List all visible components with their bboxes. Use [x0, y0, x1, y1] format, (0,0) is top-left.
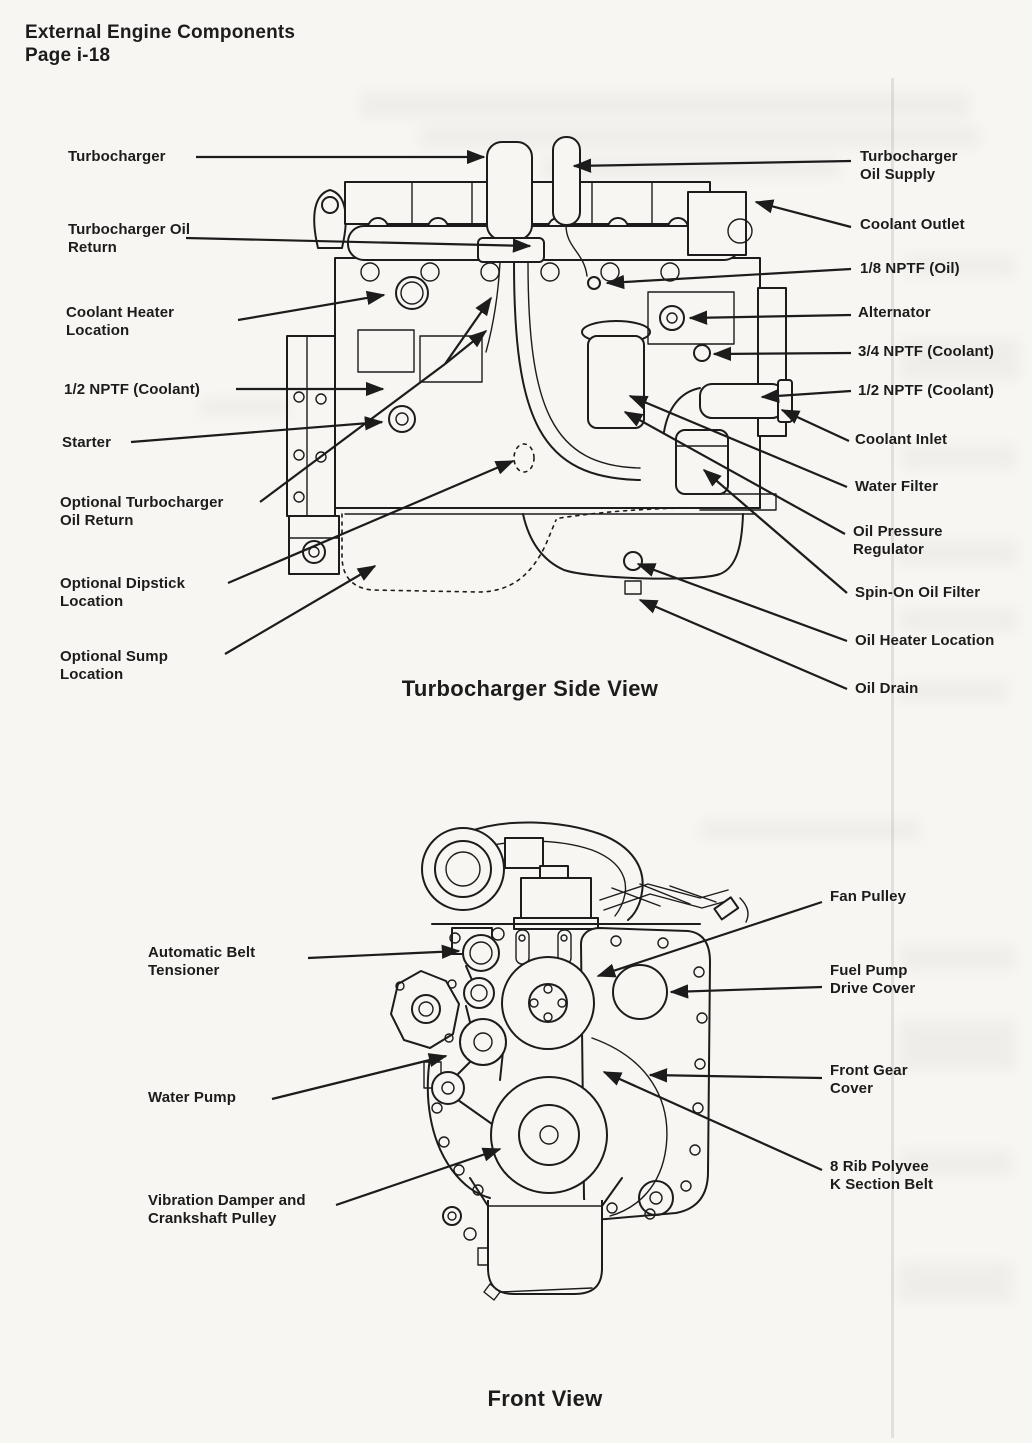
bleedthrough-artifact [905, 255, 1015, 277]
bleedthrough-artifact [360, 92, 970, 118]
label-coolant-outlet: Coolant Outlet [860, 216, 965, 233]
bleedthrough-artifact [900, 945, 1015, 971]
bleedthrough-artifact [900, 338, 1020, 380]
label-fuel-pump-drive-cover: Fuel Pump Drive Cover [830, 962, 916, 997]
bleedthrough-artifact [898, 1262, 1013, 1302]
label-optional-dipstick-location: Optional Dipstick Location [60, 575, 186, 610]
label-optional-turbo-oil-return: Optional Turbocharger Oil Return [60, 494, 224, 529]
bleedthrough-artifact [900, 608, 1018, 632]
front-view-leader-lines [271, 900, 823, 1207]
label-turbocharger: Turbocharger [68, 148, 166, 165]
label-oil-pressure-regulator: Oil Pressure Regulator [853, 523, 943, 558]
label-three-quarter-nptf-coolant: 3/4 NPTF (Coolant) [858, 343, 994, 360]
label-alternator: Alternator [858, 304, 931, 321]
bleedthrough-artifact [200, 398, 290, 416]
label-turbocharger-oil-supply: Turbocharger Oil Supply [860, 148, 958, 183]
label-front-gear-cover: Front Gear Cover [830, 1062, 908, 1097]
label-oil-heater-location: Oil Heater Location [855, 632, 995, 649]
side-view-caption: Turbocharger Side View [401, 676, 659, 701]
bleedthrough-artifact [902, 445, 1017, 469]
label-oil-drain: Oil Drain [855, 680, 919, 697]
label-water-pump: Water Pump [148, 1089, 236, 1106]
label-water-filter: Water Filter [855, 478, 939, 495]
label-polyvee-belt: 8 Rib Polyvee K Section Belt [830, 1158, 934, 1193]
label-coolant-heater-location: Coolant Heater Location [66, 304, 175, 339]
label-starter: Starter [62, 434, 112, 451]
bleedthrough-artifact [900, 1150, 1012, 1176]
scan-fold-line [891, 78, 894, 1438]
bleedthrough-artifact [700, 820, 920, 840]
bleedthrough-artifact [898, 1020, 1016, 1070]
page-title: External Engine Components [25, 22, 296, 43]
label-half-nptf-coolant-left: 1/2 NPTF (Coolant) [64, 381, 200, 398]
page-header: External Engine Components Page i-18 [25, 22, 295, 68]
page-number: Page i-18 [25, 44, 111, 66]
front-view-caption: Front View [487, 1386, 603, 1411]
bleedthrough-artifact [898, 540, 1018, 566]
label-automatic-belt-tensioner: Automatic Belt Tensioner [148, 944, 256, 979]
label-spin-on-oil-filter: Spin-On Oil Filter [855, 584, 981, 601]
label-coolant-inlet: Coolant Inlet [855, 431, 948, 448]
label-turbocharger-oil-return: Turbocharger Oil Return [68, 221, 191, 256]
label-vibration-damper: Vibration Damper and Crankshaft Pulley [148, 1192, 306, 1227]
label-optional-sump-location: Optional Sump Location [60, 648, 168, 683]
label-eighth-nptf-oil: 1/8 NPTF (Oil) [860, 260, 960, 277]
label-fan-pulley: Fan Pulley [830, 888, 907, 905]
bleedthrough-artifact [898, 680, 1008, 702]
front-view-drawing [390, 821, 749, 1301]
side-view-leader-lines [130, 149, 852, 691]
label-half-nptf-coolant-right: 1/2 NPTF (Coolant) [858, 382, 994, 399]
